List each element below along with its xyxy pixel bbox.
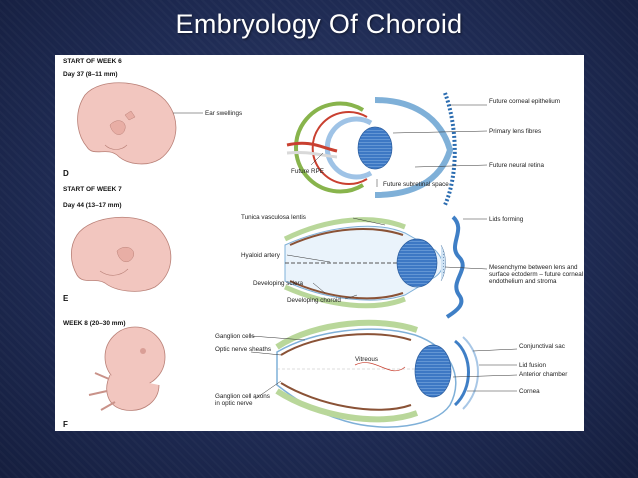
leader-hyaloid [286, 254, 331, 263]
leader-rpe [310, 152, 324, 166]
leader-conjunctival [472, 348, 518, 352]
label-anterior-chamber: Anterior chamber [519, 371, 567, 378]
label-ear-swellings: Ear swellings [205, 110, 242, 117]
label-optic-sheaths: Optic nerve sheaths [215, 346, 271, 353]
label-hyaloid: Hyaloid artery [241, 252, 281, 259]
label-conjunctival: Conjunctival sac [519, 343, 565, 350]
label-sclera: Developing sclera [253, 280, 304, 287]
leader-neural-retina [414, 164, 488, 168]
label-lids: Lids forming [489, 216, 524, 223]
eye-week7 [283, 215, 465, 319]
panel-f-letter: F [63, 420, 68, 429]
panel-f-week: WEEK 8 (20–30 mm) [63, 320, 126, 327]
label-choroid: Developing choroid [287, 297, 341, 304]
panel-e-week: START OF WEEK 7 [63, 186, 122, 193]
leader-tunica [352, 217, 386, 226]
slide-title: Embryology Of Choroid [175, 9, 463, 39]
leader-lens-fibres [392, 130, 488, 134]
leader-choroid [344, 294, 358, 300]
leader-anterior [452, 374, 518, 378]
label-tunica: Tunica vasculosa lentis [241, 214, 306, 221]
panel-e-day: Day 44 (13–17 mm) [63, 202, 122, 209]
label-corneal: Future corneal epithelium [489, 98, 560, 105]
label-ganglion-cells: Ganglion cells [215, 333, 255, 340]
label-neural-retina: Future neural retina [489, 162, 544, 169]
label-vitreous: Vitreous [355, 356, 378, 363]
label-axons: Ganglion cell axons in optic nerve [215, 393, 270, 407]
leader-optic-sheaths [250, 351, 282, 356]
leader-sclera [312, 282, 326, 294]
label-lens-fibres: Primary lens fibres [489, 128, 541, 135]
eye-week6 [286, 92, 457, 206]
leader-axons [254, 380, 282, 400]
leader-mesenchyme [444, 266, 488, 270]
embryo-week6 [77, 82, 177, 165]
panel-d-day: Day 37 (8–11 mm) [63, 71, 118, 78]
label-cornea: Cornea [519, 388, 540, 395]
label-lid-fusion: Lid fusion [519, 362, 546, 369]
leader-ganglion [250, 335, 306, 341]
label-mesenchyme: Mesenchyme between lens and surface ecto… [489, 264, 583, 285]
panel-d-letter: D [63, 169, 69, 178]
panel-d-week: START OF WEEK 6 [63, 58, 122, 65]
embryology-figure: START OF WEEK 6 Day 37 (8–11 mm) D Ear s… [55, 55, 584, 431]
label-subretinal: Future subretinal space [383, 181, 449, 188]
embryo-week8 [88, 326, 166, 411]
embryology-diagram: START OF WEEK 6 Day 37 (8–11 mm) D Ear s… [63, 58, 583, 429]
eye-week8 [275, 319, 479, 428]
embryo-week7 [70, 216, 172, 292]
panel-e-letter: E [63, 294, 69, 303]
label-rpe: Future RPE [291, 168, 324, 175]
